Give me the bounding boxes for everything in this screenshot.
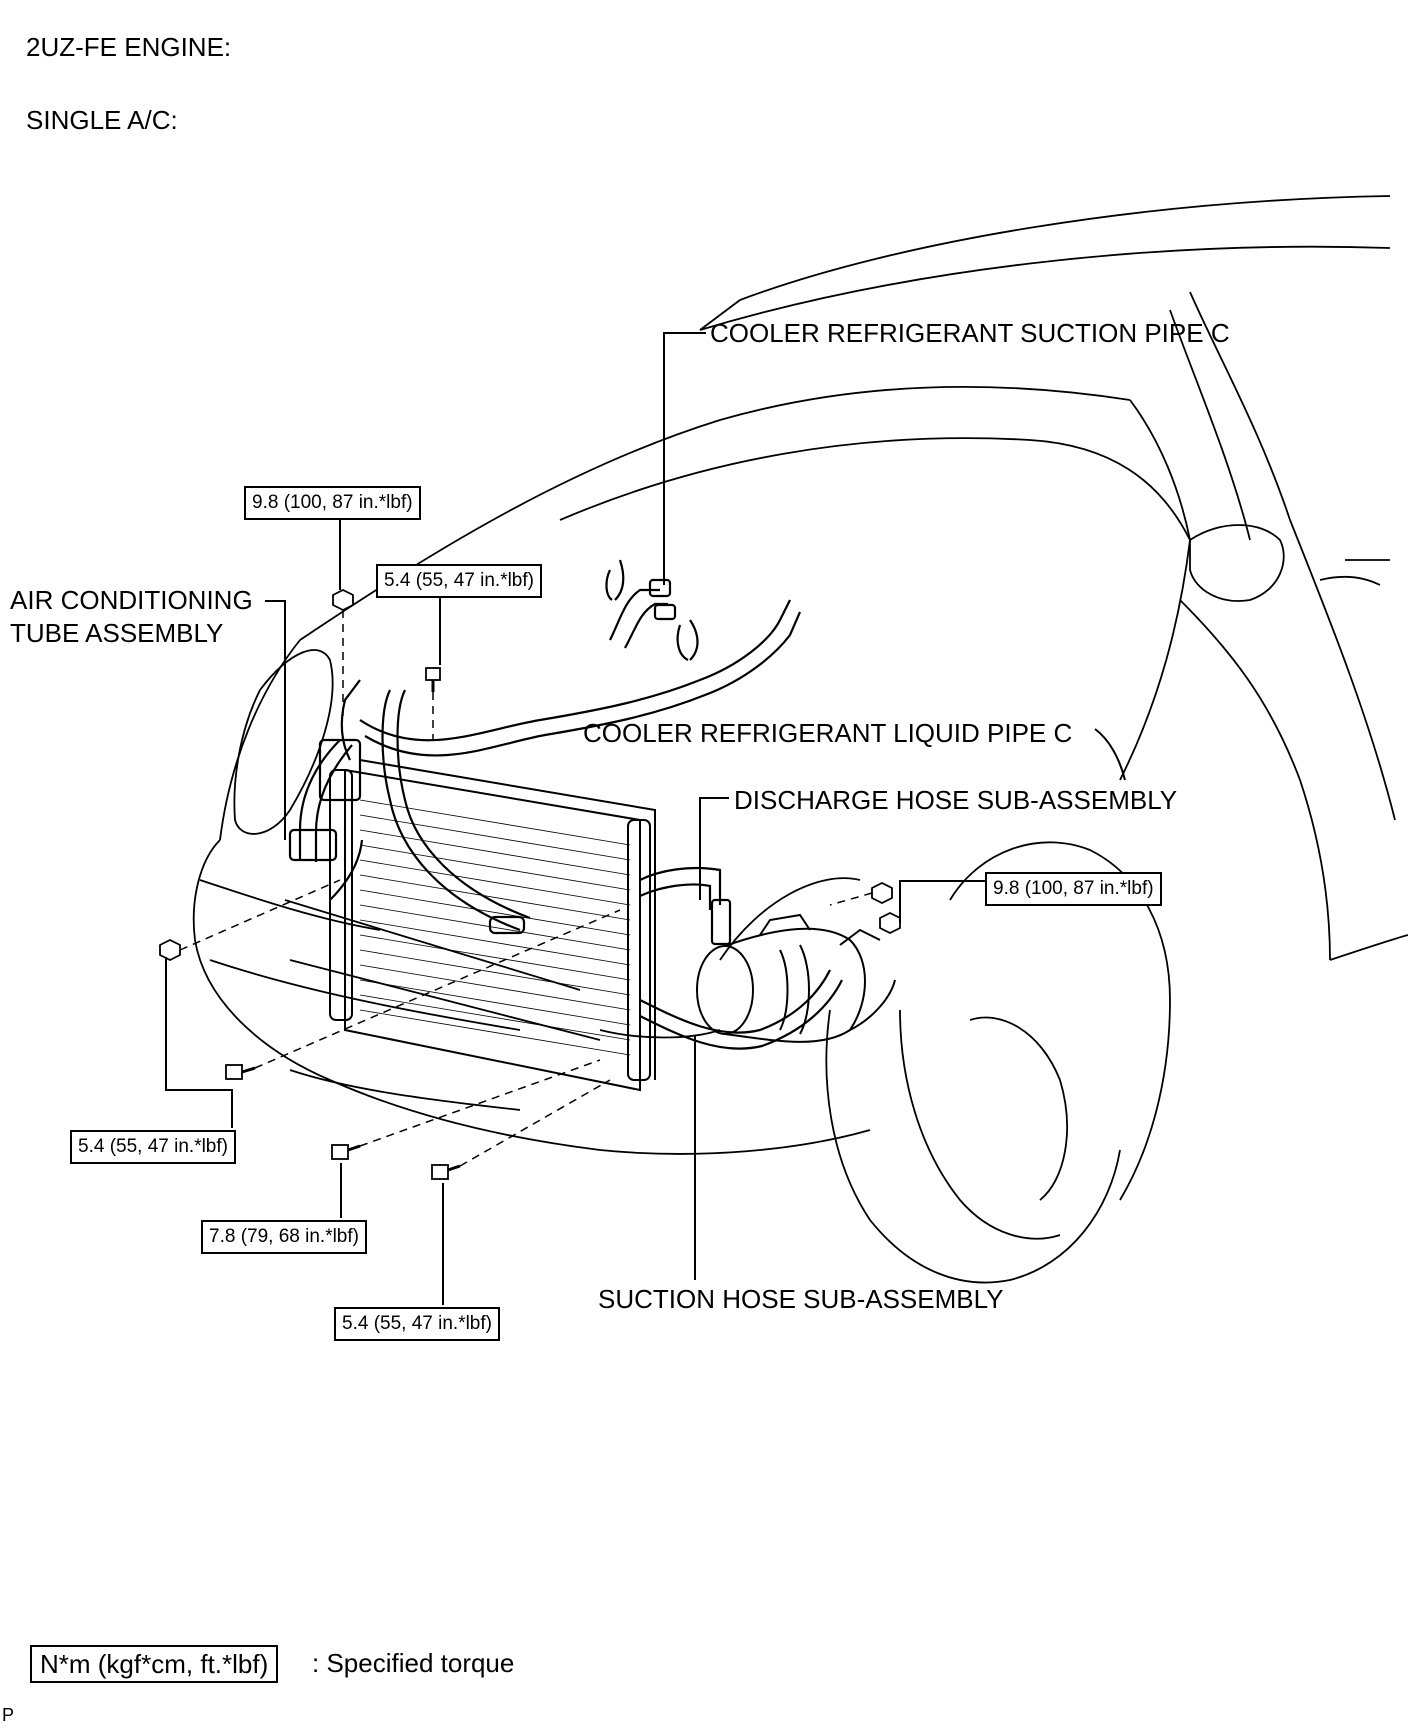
bolt-left	[225, 1064, 243, 1080]
compressor-hoses	[639, 866, 843, 1050]
bolt-center	[331, 1144, 349, 1160]
torque-box-left-bolt: 5.4 (55, 47 in.*lbf)	[70, 1130, 236, 1164]
torque-box-compressor-nuts: 9.8 (100, 87 in.*lbf)	[985, 872, 1162, 906]
nut-top	[332, 588, 354, 612]
nut-compressor-1	[871, 881, 893, 905]
nut-compressor-2	[879, 911, 901, 935]
torque-box-center-bolt: 7.8 (79, 68 in.*lbf)	[201, 1220, 367, 1254]
label-discharge-hose: DISCHARGE HOSE SUB-ASSEMBLY	[734, 785, 1178, 815]
torque-box-top-bolt: 5.4 (55, 47 in.*lbf)	[376, 564, 542, 598]
footer-mark: P	[2, 1705, 15, 1725]
fasteners	[159, 588, 901, 1180]
torque-box-top-nut: 9.8 (100, 87 in.*lbf)	[244, 486, 421, 520]
nut-left	[159, 938, 181, 962]
label-liquid-pipe: COOLER REFRIGERANT LIQUID PIPE C	[583, 718, 1073, 748]
condenser-core	[329, 759, 656, 1092]
bolt-top	[425, 667, 441, 681]
torque-box-lower-bolt: 5.4 (55, 47 in.*lbf)	[334, 1307, 500, 1341]
bolt-lower	[431, 1164, 449, 1180]
leader-lines	[165, 332, 1126, 1305]
legend-description: : Specified torque	[312, 1648, 515, 1678]
label-ac-tube-line1: AIR CONDITIONING	[10, 585, 253, 615]
variant-heading: SINGLE A/C:	[26, 105, 178, 135]
label-suction-hose: SUCTION HOSE SUB-ASSEMBLY	[598, 1284, 1004, 1314]
cooler-refrigerant-pipes	[340, 559, 802, 935]
legend-unit-box: N*m (kgf*cm, ft.*lbf)	[30, 1645, 279, 1683]
label-suction-pipe: COOLER REFRIGERANT SUCTION PIPE C	[710, 318, 1230, 348]
label-ac-tube-line2: TUBE ASSEMBLY	[10, 618, 224, 648]
fastener-paths	[179, 610, 873, 1167]
engine-heading: 2UZ-FE ENGINE:	[26, 32, 232, 62]
compressor	[696, 913, 896, 1043]
